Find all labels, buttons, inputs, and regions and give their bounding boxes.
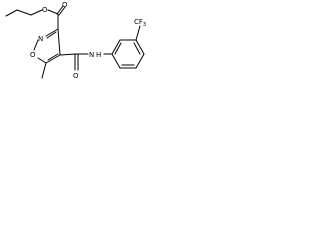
- bond-ph-inner-a: [114, 42, 122, 55]
- bond-ph-3-4: [135, 39, 145, 55]
- atom-cf3: CF3: [134, 18, 146, 28]
- atom-labels: O O O N O N H CF3: [30, 1, 146, 80]
- atom-carbonyl-o2: O: [73, 72, 79, 80]
- atom-amide-n: N: [89, 51, 94, 59]
- molecule-diagram: O O O N O N H CF3: [5, 1, 146, 80]
- atom-carbonyl-o1: O: [62, 1, 68, 9]
- bond-ring-c5-c4: [45, 54, 61, 64]
- bond-ring-c3-n-inner: [46, 31, 57, 39]
- bond-ring-o-c5: [37, 57, 47, 64]
- atom-ether-o: O: [42, 6, 48, 14]
- bond-ch2-ether-o: [30, 9, 43, 16]
- atom-cf3-main: CF: [134, 18, 143, 26]
- bond-ph-6-1: [111, 53, 121, 69]
- bond-ring-c3-n: [45, 28, 59, 37]
- bond-ester-c-o-double-2: [58, 6, 66, 16]
- bond-ether-o-ester-c: [47, 9, 59, 15]
- bond-ester-c-o-double-1: [56, 5, 64, 15]
- bond-ring-c5-c4-inner: [47, 53, 59, 61]
- bond-c4-amide-c: [59, 53, 77, 56]
- bond-ethyl-ch2: [16, 9, 32, 16]
- bond-ph-4-5: [135, 53, 145, 69]
- bonds: [5, 5, 145, 79]
- bond-ph-inner-b: [133, 42, 141, 55]
- structure-canvas: O O O N O N H CF3: [0, 0, 162, 100]
- bond-ring-c4-c3: [57, 28, 61, 56]
- atom-cf3-subscript: 3: [143, 22, 146, 28]
- bond-ring-n-o: [33, 39, 39, 51]
- bond-ph-cf3: [135, 25, 141, 41]
- atom-ring-o: O: [30, 51, 36, 59]
- bond-ethyl-ch3: [5, 9, 18, 17]
- bond-ph-1-2: [111, 39, 121, 55]
- bond-c5-methyl: [41, 62, 47, 79]
- atom-amide-h: H: [96, 51, 101, 59]
- atom-ring-n: N: [38, 35, 43, 43]
